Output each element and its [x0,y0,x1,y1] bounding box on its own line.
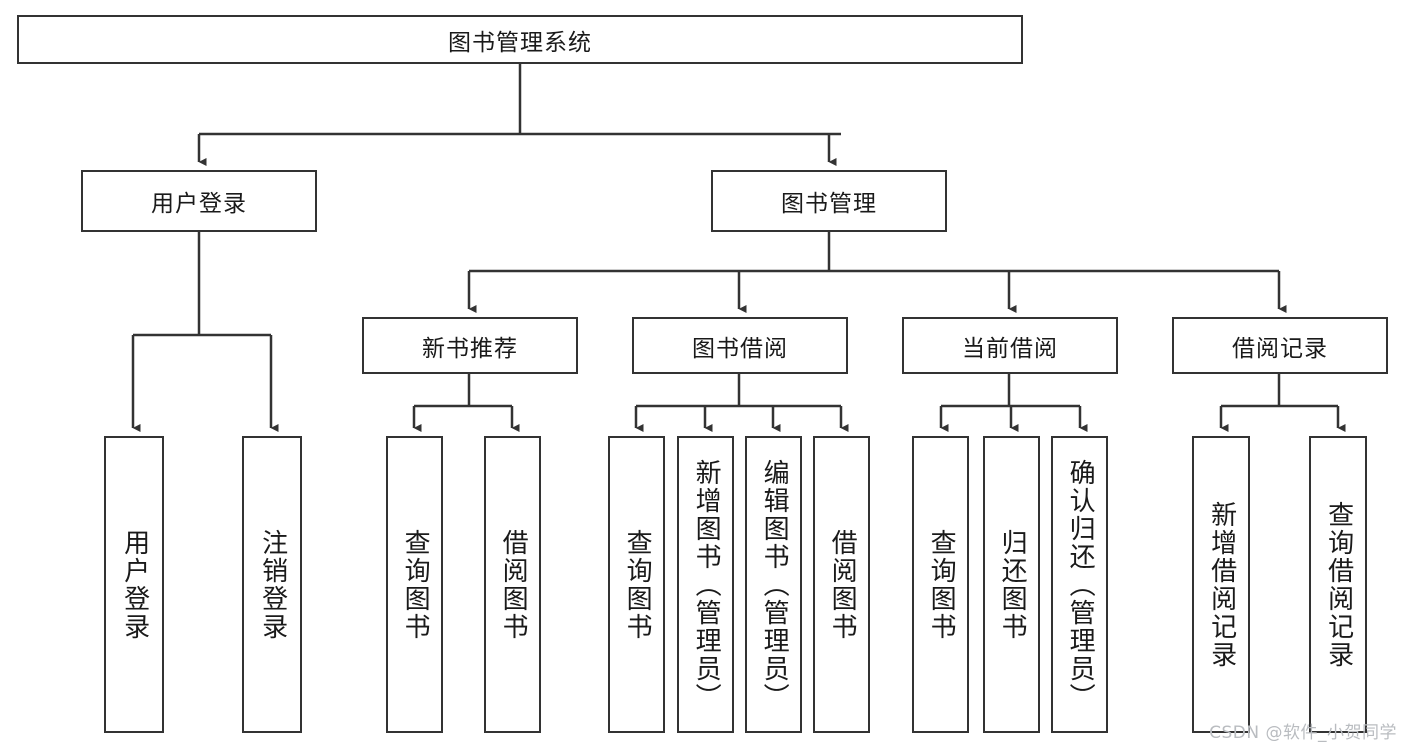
leaf-label: 查询图书 [926,528,957,641]
node-user-login[interactable]: 用户登录 [81,170,317,232]
node-book-borrow[interactable]: 图书借阅 [632,317,848,374]
leaf-borrow-edit-book-admin[interactable]: 编辑图书（管理员） [745,436,802,733]
leaf-current-return-book[interactable]: 归还图书 [983,436,1040,733]
node-book-management[interactable]: 图书管理 [711,170,947,232]
leaf-user-login-login[interactable]: 用户登录 [104,436,164,733]
leaf-label: 用户登录 [119,528,150,641]
leaf-user-login-logout[interactable]: 注销登录 [242,436,302,733]
leaf-borrow-borrow-book[interactable]: 借阅图书 [813,436,870,733]
leaf-current-confirm-return-admin[interactable]: 确认归还（管理员） [1051,436,1108,733]
leaf-borrow-query-book[interactable]: 查询图书 [608,436,665,733]
leaf-record-query-record[interactable]: 查询借阅记录 [1309,436,1367,733]
leaf-label: 新增图书（管理员） [691,458,722,711]
leaf-label: 查询借阅记录 [1323,500,1354,669]
watermark-text: CSDN @软件_小贺同学 [1209,723,1397,743]
node-borrow-record[interactable]: 借阅记录 [1172,317,1388,374]
leaf-label: 查询图书 [400,528,431,641]
leaf-recommend-query-book[interactable]: 查询图书 [386,436,443,733]
leaf-label: 借阅图书 [498,528,529,641]
node-root-system[interactable]: 图书管理系统 [17,15,1023,64]
leaf-label: 归还图书 [997,528,1028,641]
leaf-label: 借阅图书 [827,528,858,641]
node-new-book-recommend[interactable]: 新书推荐 [362,317,578,374]
leaf-borrow-add-book-admin[interactable]: 新增图书（管理员） [677,436,734,733]
leaf-label: 查询图书 [622,528,653,641]
leaf-recommend-borrow-book[interactable]: 借阅图书 [484,436,541,733]
leaf-label: 新增借阅记录 [1206,500,1237,669]
leaf-label: 编辑图书（管理员） [759,458,790,711]
leaf-label: 注销登录 [257,528,288,641]
leaf-record-add-record[interactable]: 新增借阅记录 [1192,436,1250,733]
node-current-borrow[interactable]: 当前借阅 [902,317,1118,374]
leaf-current-query-book[interactable]: 查询图书 [912,436,969,733]
leaf-label: 确认归还（管理员） [1065,458,1096,711]
